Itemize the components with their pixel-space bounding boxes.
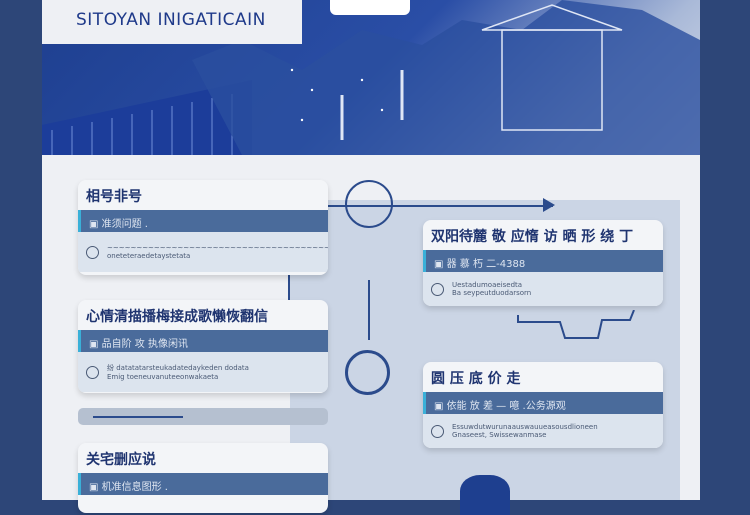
card-title: 双阳待麓 敬 应惰 访 晒 形 绕 丁 [431, 229, 634, 245]
radio-icon[interactable] [86, 365, 99, 379]
step-card: 相号非号 ▣ 准须问题 . ~~~~~~~~~~~~~~~~~~~~~~~~~~… [78, 180, 328, 275]
step-line-icon [517, 310, 635, 339]
page-title: SITOYAN INIGATICAIN [76, 10, 266, 30]
card-text: Emig toeneuvanuteeonwakaeta [107, 373, 219, 381]
card-title: 心情清描播梅接成歌懒恢翻信 [86, 309, 268, 325]
card-header-bar: ▣ 依能 放 差 — 噫 .公务源观 [423, 392, 663, 414]
card-text: Uestadumoaeisedta [452, 281, 523, 289]
step-card: 双阳待麓 敬 应惰 访 晒 形 绕 丁 ▣ 器 慕 朽 二-4388 Uesta… [423, 220, 663, 306]
radio-icon[interactable] [431, 282, 444, 296]
connector-line [288, 270, 290, 305]
card-header-bar: ▣ 机准信息图形 . [78, 473, 328, 495]
card-text: Essuwdutwurunaauswauueasousdlioneen [452, 423, 598, 431]
arrow-head-icon [543, 198, 555, 212]
card-title: 关宅删应说 [86, 452, 156, 468]
card-text: ~~~~~~~~~~~~~~~~~~~~~~~~~~~~~~~~~~~~~~ [107, 244, 328, 252]
card-title: 相号非号 [86, 189, 142, 205]
step-card: 关宅删应说 ▣ 机准信息图形 . [78, 443, 328, 513]
divider-bar [78, 408, 328, 425]
connector-arrow [328, 205, 553, 207]
mountain-icon [460, 475, 510, 515]
radio-icon[interactable] [86, 245, 99, 259]
step-card: 心情清描播梅接成歌懒恢翻信 ▣ 品自阶 攻 执像闲讯 纷 datatatarst… [78, 300, 328, 393]
card-text: Ba seypeutduodarsorn [452, 289, 532, 297]
card-text: Gnaseest, Swissewanmase [452, 431, 547, 439]
card-title: 圆 压 底 价 走 [431, 371, 521, 387]
title-box: SITOYAN INIGATICAIN [42, 0, 302, 44]
card-header-bar: ▣ 品自阶 攻 执像闲讯 [78, 330, 328, 352]
process-icon [345, 180, 393, 228]
radio-icon[interactable] [431, 424, 444, 438]
connector-line [368, 280, 370, 340]
cloud-icon [345, 350, 390, 395]
card-text: 纷 datatatarsteukadatedaykeden dodata [107, 364, 249, 372]
mountain-temple-illustration [42, 0, 700, 155]
top-box [330, 0, 410, 15]
card-header-bar: ▣ 器 慕 朽 二-4388 [423, 250, 663, 272]
card-header-bar: ▣ 准须问题 . [78, 210, 328, 232]
step-card: 圆 压 底 价 走 ▣ 依能 放 差 — 噫 .公务源观 Essuwdutwur… [423, 362, 663, 448]
card-text: oneteteraedetaystetata [107, 252, 191, 260]
